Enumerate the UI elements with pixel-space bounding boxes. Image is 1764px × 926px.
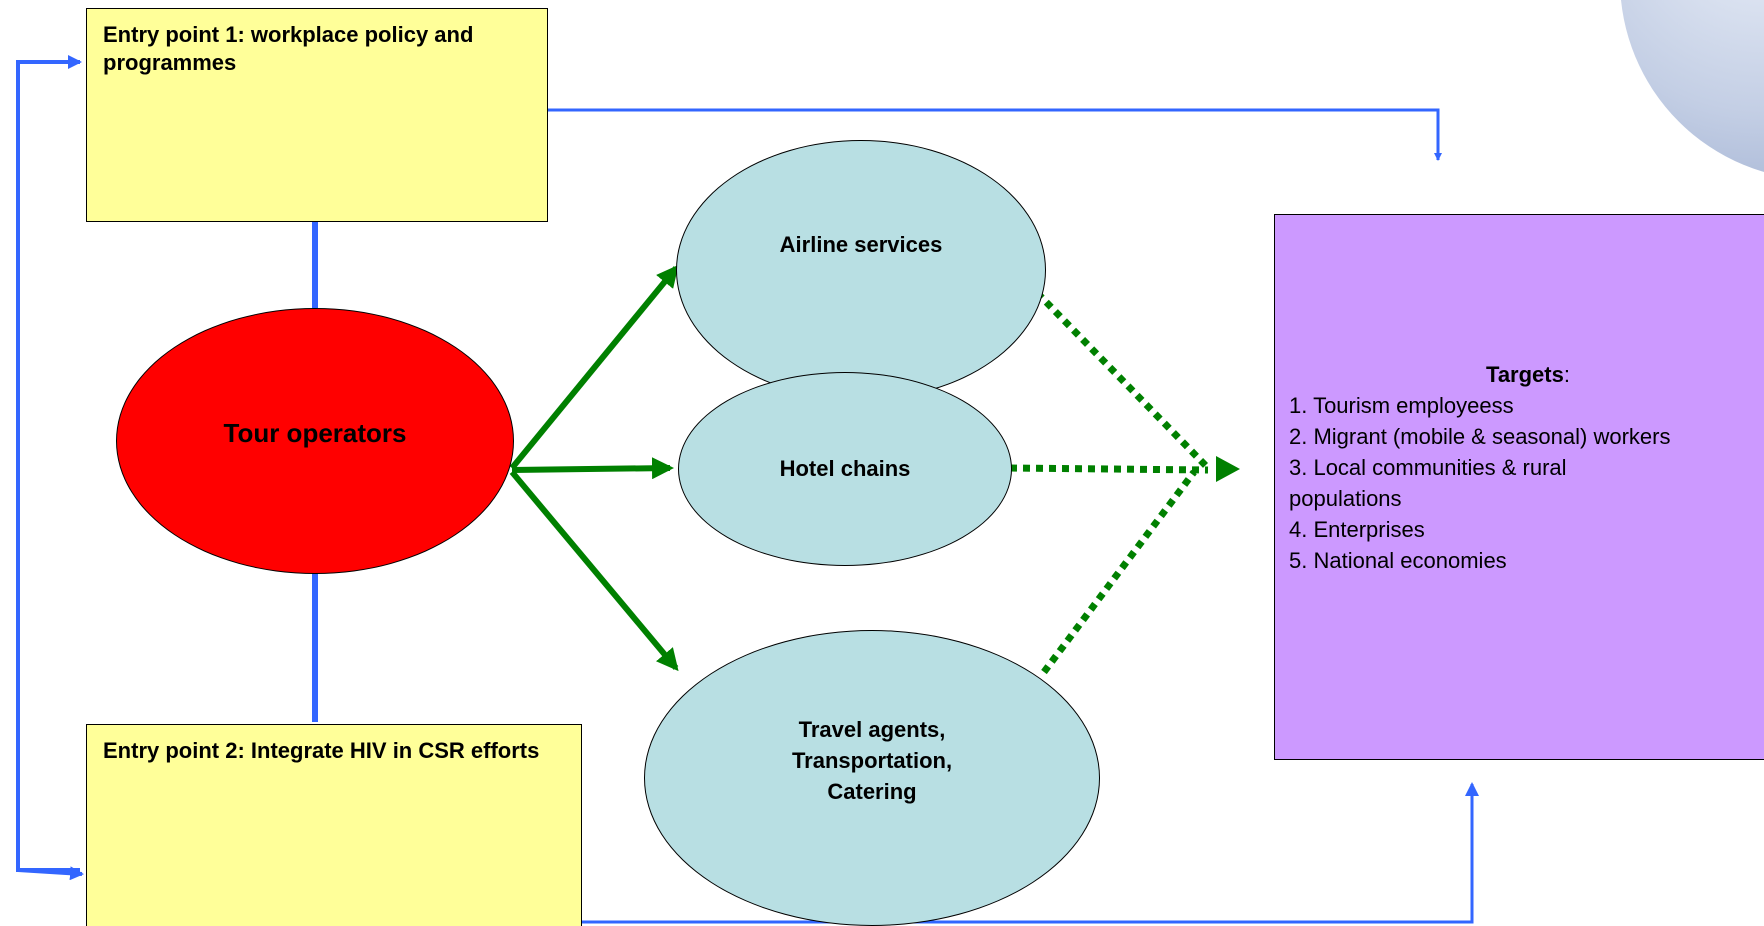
target-item-4: 4. Enterprises — [1289, 517, 1425, 542]
tour-operators-label: Tour operators — [223, 417, 407, 448]
targets-box: Targets: 1. Tourism employeess 2. Migran… — [1274, 214, 1764, 760]
target-item-1: 1. Tourism employeess — [1289, 393, 1514, 418]
entry-point-2-label: Entry point 2: Integrate HIV in CSR effo… — [103, 738, 540, 763]
entry1-to-targets-connector — [546, 108, 1442, 161]
dotted-hotel-to-targets — [1009, 464, 1209, 474]
arrow-to-travel — [509, 470, 679, 672]
dotted-convergence-arrowhead — [1216, 456, 1240, 482]
targets-heading: Targets: — [1289, 359, 1764, 390]
travel-agents-label: Travel agents, Transportation, Catering — [792, 714, 952, 807]
dotted-airline-to-targets — [1007, 262, 1211, 471]
target-item-3: 3. Local communities & rural populations — [1289, 455, 1567, 511]
target-item-5: 5. National economies — [1289, 548, 1507, 573]
left-loop-connector — [16, 55, 82, 872]
arrow-to-airline — [509, 264, 679, 470]
entry-point-1-box: Entry point 1: workplace policy and prog… — [86, 8, 548, 222]
airline-services-label: Airline services — [779, 232, 943, 257]
targets-heading-colon: : — [1563, 362, 1570, 387]
targets-content: Targets: 1. Tourism employeess 2. Migran… — [1289, 359, 1764, 576]
targets-heading-text: Targets — [1486, 362, 1564, 387]
airline-services-node: Airline services — [676, 140, 1046, 400]
dotted-travel-to-targets — [1041, 469, 1197, 675]
travel-agents-line-2: Transportation, — [791, 747, 953, 773]
travel-agents-line-3: Catering — [827, 778, 917, 804]
travel-agents-node: Travel agents, Transportation, Catering — [644, 630, 1100, 926]
travel-agents-line-1: Travel agents, — [798, 716, 946, 742]
tour-operators-node: Tour operators — [116, 308, 514, 574]
hotel-chains-node: Hotel chains — [678, 372, 1012, 566]
hotel-chains-label: Hotel chains — [779, 456, 911, 481]
arrow-to-hotel — [511, 457, 674, 480]
left-loop-arrow-bottom — [17, 866, 84, 881]
target-item-2: 2. Migrant (mobile & seasonal) workers — [1289, 424, 1671, 449]
entry-point-2-box: Entry point 2: Integrate HIV in CSR effo… — [86, 724, 582, 926]
entry-point-1-label: Entry point 1: workplace policy and prog… — [103, 22, 474, 75]
